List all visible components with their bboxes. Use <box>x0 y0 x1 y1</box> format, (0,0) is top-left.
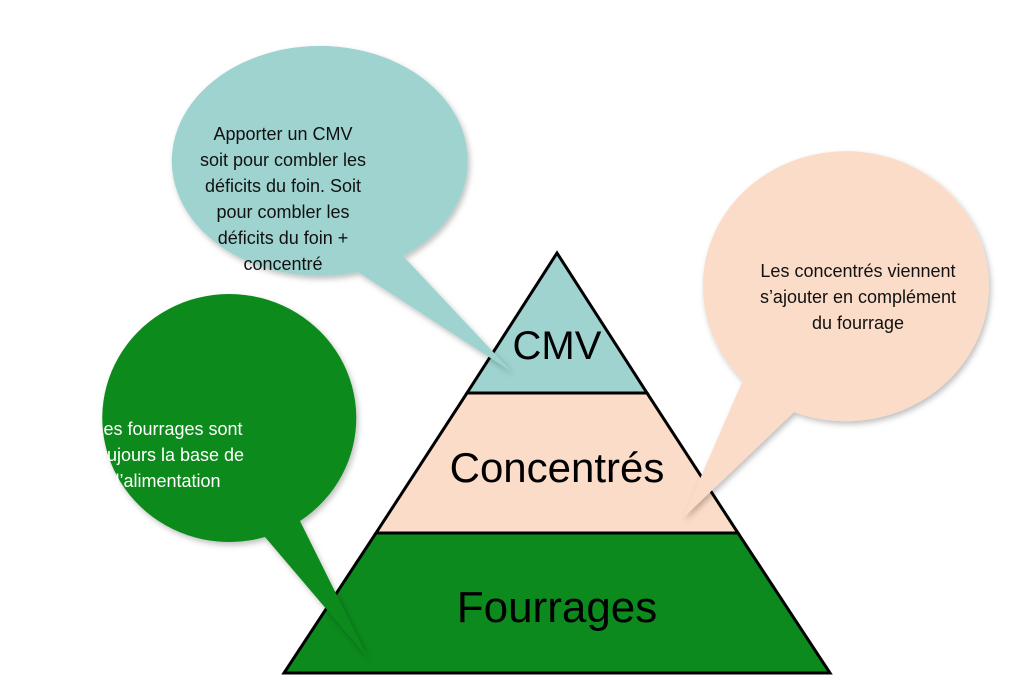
bubble-text-cmv: Apporter un CMV soit pour combler les dé… <box>199 124 367 274</box>
bubble-text-concentres: Les concentrés viennent s’ajouter en com… <box>759 261 957 333</box>
tier-label-concentres: Concentrés <box>449 444 665 491</box>
pyramid-tier-cmv <box>464 250 650 395</box>
bubble-text-fourrages: Les fourrages sont toujours la base de l… <box>91 419 245 491</box>
speech-bubble-fourrages <box>102 294 368 658</box>
tier-label-fourrages: Fourrages <box>456 583 658 632</box>
speech-bubble-cmv <box>171 45 512 372</box>
speech-bubble-concentres <box>683 151 989 519</box>
tier-label-cmv: CMV <box>512 324 602 368</box>
